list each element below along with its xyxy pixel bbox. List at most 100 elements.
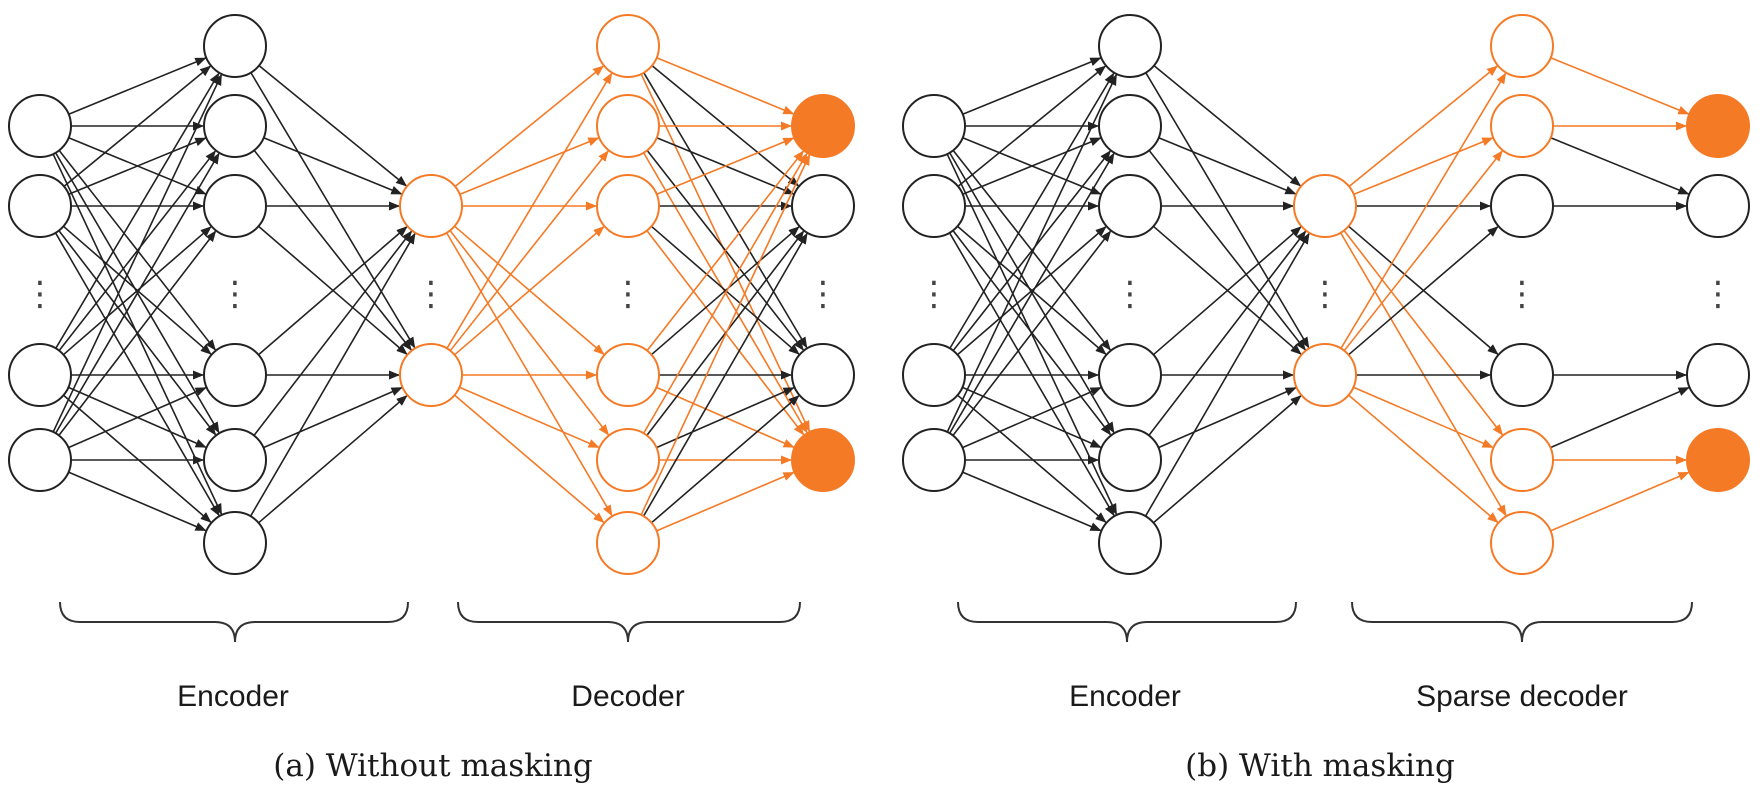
node-p1-encoder-hidden-4 — [1098, 428, 1162, 492]
edge-p1-l0-3-5 — [962, 471, 1102, 532]
edge-p1-l0-3-1 — [948, 152, 1115, 434]
node-p0-output-0 — [791, 94, 855, 158]
edge-p0-l3-3-1 — [650, 226, 800, 356]
edge-p1-l2-0-0 — [1348, 65, 1499, 188]
edge-p1-l1-3-0 — [1152, 226, 1302, 356]
panel-b: Encoder Sparse decoder (b) With masking — [957, 601, 1693, 784]
edge-p1-l1-1-0 — [1158, 137, 1297, 195]
node-p0-encoder-hidden-3 — [203, 343, 267, 407]
node-p1-decoder-hidden-3 — [1490, 343, 1554, 407]
node-p1-input-0 — [902, 94, 966, 158]
decoder-brace-b — [1351, 601, 1693, 643]
edge-p1-l1-4-0 — [1148, 230, 1307, 436]
node-p0-encoder-hidden-5 — [203, 511, 267, 575]
neurons — [8, 14, 1750, 575]
encoder-label-a: Encoder — [177, 680, 289, 713]
edge-p1-l1-5-0 — [1144, 232, 1310, 517]
edge-p0-l3-2-0 — [656, 137, 795, 195]
edge-p1-l3-0-0 — [1550, 56, 1690, 115]
edge-p0-l0-1-5 — [54, 232, 220, 517]
node-p0-encoder-hidden-2 — [203, 174, 267, 238]
decoder-label-a: Decoder — [571, 680, 684, 713]
edge-p1-l0-2-2 — [956, 226, 1107, 356]
edge-p0-l0-1-0 — [63, 65, 212, 187]
ellipsis-p0-decoder-hidden: ⋮ — [611, 275, 645, 313]
edge-p1-l2-1-1 — [1343, 150, 1503, 352]
edge-p1-l0-1-5 — [948, 232, 1115, 517]
node-p0-decoder-hidden-3 — [596, 343, 660, 407]
node-p0-input-0 — [8, 94, 72, 158]
ellipsis-p0-input: ⋮ — [23, 275, 57, 313]
edge-p0-l2-0-4 — [449, 230, 610, 436]
node-p1-output-3 — [1686, 428, 1750, 492]
edge-p0-l2-1-1 — [449, 150, 609, 352]
edge-p0-l0-3-3 — [68, 387, 207, 449]
edge-p0-l3-4-2 — [656, 387, 795, 449]
edge-p0-l0-2-0 — [55, 72, 220, 349]
edge-p0-l0-2-2 — [62, 226, 212, 356]
node-p1-output-0 — [1686, 94, 1750, 158]
caption-b: (b) With masking — [1185, 748, 1455, 784]
edge-p1-l2-1-4 — [1353, 386, 1494, 449]
edge-p0-l1-3-0 — [257, 226, 408, 356]
encoder-label-b: Encoder — [1069, 680, 1181, 713]
edge-p0-l1-0-1 — [250, 72, 416, 349]
node-p1-encoder-hidden-2 — [1098, 174, 1162, 238]
panel-a: Encoder Decoder (a) Without masking — [59, 601, 801, 784]
encoder-brace-a — [59, 601, 409, 643]
ellipsis-p1-latent: ⋮ — [1308, 275, 1342, 313]
edge-p1-l1-4-1 — [1158, 387, 1297, 449]
node-p0-decoder-hidden-5 — [596, 511, 660, 575]
ellipsis-p1-encoder-hidden: ⋮ — [1113, 275, 1147, 313]
edge-p0-l3-0-3 — [640, 73, 811, 433]
edge-p0-l1-4-1 — [263, 386, 403, 449]
node-p0-encoder-hidden-4 — [203, 428, 267, 492]
edge-p1-l0-0-0 — [962, 57, 1102, 116]
node-p1-input-3 — [902, 428, 966, 492]
edge-p1-l0-2-1 — [952, 150, 1111, 352]
edge-p1-l0-3-3 — [962, 386, 1102, 449]
edge-p1-l0-2-5 — [957, 394, 1107, 523]
edge-p1-l2-0-1 — [1353, 137, 1494, 196]
edge-p0-l3-0-2 — [643, 72, 808, 349]
edge-p1-l2-0-4 — [1343, 230, 1504, 436]
edge-p0-l2-0-5 — [445, 232, 613, 517]
edge-p0-l0-2-5 — [62, 394, 212, 523]
node-p0-encoder-hidden-1 — [203, 94, 267, 158]
ellipsis-p1-output: ⋮ — [1701, 275, 1735, 313]
node-p1-decoder-hidden-4 — [1490, 428, 1554, 492]
edge-p0-l0-3-1 — [54, 152, 220, 434]
ellipsis-p0-latent: ⋮ — [414, 275, 448, 313]
node-p0-decoder-hidden-4 — [596, 428, 660, 492]
node-p1-decoder-hidden-1 — [1490, 94, 1554, 158]
node-p1-encoder-hidden-1 — [1098, 94, 1162, 158]
edge-p1-l2-1-5 — [1348, 394, 1499, 523]
node-p0-decoder-hidden-1 — [596, 94, 660, 158]
node-p0-input-2 — [8, 343, 72, 407]
edge-p0-l3-5-3 — [656, 471, 795, 532]
ellipsis-p0-encoder-hidden: ⋮ — [218, 275, 252, 313]
decoder-brace-a — [457, 601, 801, 643]
node-p1-latent-1 — [1293, 343, 1357, 407]
node-p0-output-1 — [791, 174, 855, 238]
edge-p0-l2-0-1 — [459, 137, 600, 196]
node-p0-output-3 — [791, 428, 855, 492]
edge-p0-l1-5-0 — [249, 232, 416, 517]
edge-p1-l3-4-2 — [1550, 386, 1690, 449]
edge-p0-l0-3-0 — [52, 73, 223, 433]
node-p1-decoder-hidden-5 — [1490, 511, 1554, 575]
edge-p0-l2-1-0 — [446, 72, 613, 349]
node-p0-decoder-hidden-0 — [596, 14, 660, 78]
node-p1-encoder-hidden-3 — [1098, 343, 1162, 407]
edge-p0-l2-1-5 — [454, 394, 605, 523]
node-p0-decoder-hidden-2 — [596, 174, 660, 238]
edge-p1-l0-1-0 — [957, 65, 1107, 188]
node-p0-latent-0 — [399, 174, 463, 238]
edge-p1-l2-0-5 — [1339, 232, 1507, 517]
node-p1-encoder-hidden-5 — [1098, 511, 1162, 575]
edge-p1-l0-3-2 — [952, 230, 1112, 436]
edge-p0-l2-1-2 — [454, 226, 605, 356]
node-p1-decoder-hidden-2 — [1490, 174, 1554, 238]
edge-p1-l3-5-3 — [1550, 471, 1690, 532]
